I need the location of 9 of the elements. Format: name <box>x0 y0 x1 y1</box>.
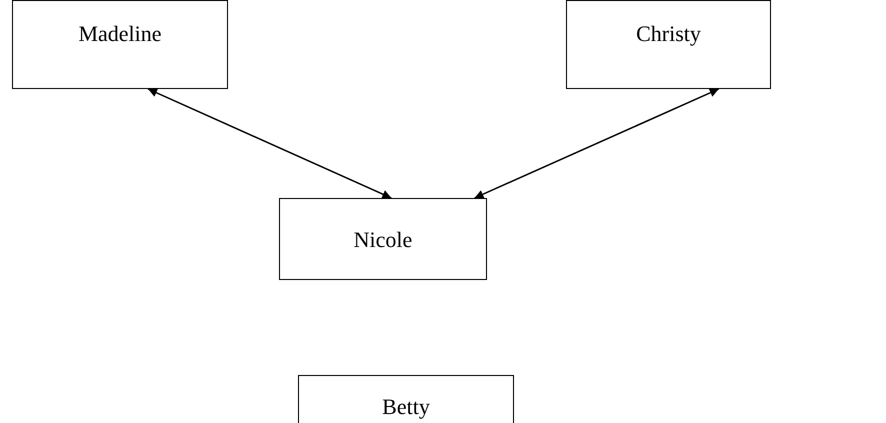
person-name: Betty <box>382 394 430 420</box>
double-arrow <box>148 88 392 199</box>
double-arrow <box>474 88 720 199</box>
name-box <box>12 0 228 89</box>
person-name: Nicole <box>354 227 412 253</box>
name-box <box>279 198 487 280</box>
name-box <box>566 0 771 89</box>
person-name: Christy <box>636 21 701 47</box>
person-name: Madeline <box>78 21 162 47</box>
